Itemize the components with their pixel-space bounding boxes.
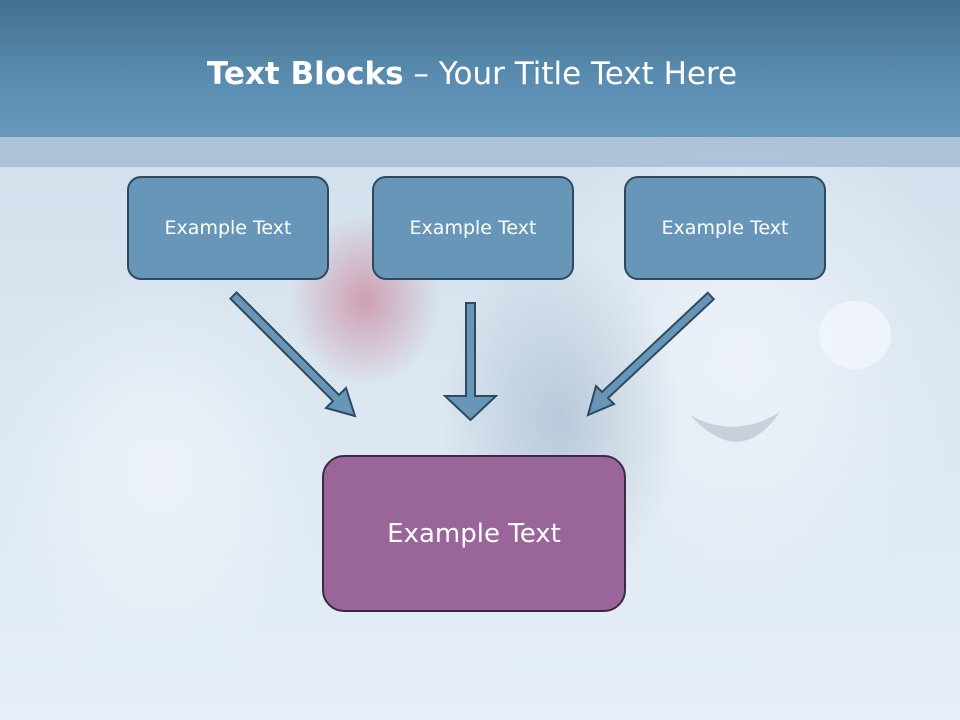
arrow-center-down (442, 302, 499, 422)
text-block-result[interactable]: Example Text (322, 455, 626, 612)
title-rest-text: Your Title Text Here (438, 56, 738, 92)
arrow-left-diagonal (228, 290, 357, 418)
title-bar (0, 0, 960, 137)
text-block-right-label: Example Text (661, 217, 789, 239)
title-sub-bar (0, 137, 960, 167)
arrow-right-diagonal (586, 291, 716, 417)
text-block-right[interactable]: Example Text (624, 176, 826, 280)
text-block-result-label: Example Text (387, 518, 561, 549)
text-block-left-label: Example Text (164, 217, 292, 239)
text-block-center-label: Example Text (409, 217, 537, 239)
title-bold-text: Text Blocks (206, 56, 404, 92)
title-dash: – (403, 56, 439, 92)
slide-title: Text Blocks – Your Title Text Here (0, 52, 944, 96)
text-block-center[interactable]: Example Text (372, 176, 574, 280)
text-block-left[interactable]: Example Text (127, 176, 329, 280)
